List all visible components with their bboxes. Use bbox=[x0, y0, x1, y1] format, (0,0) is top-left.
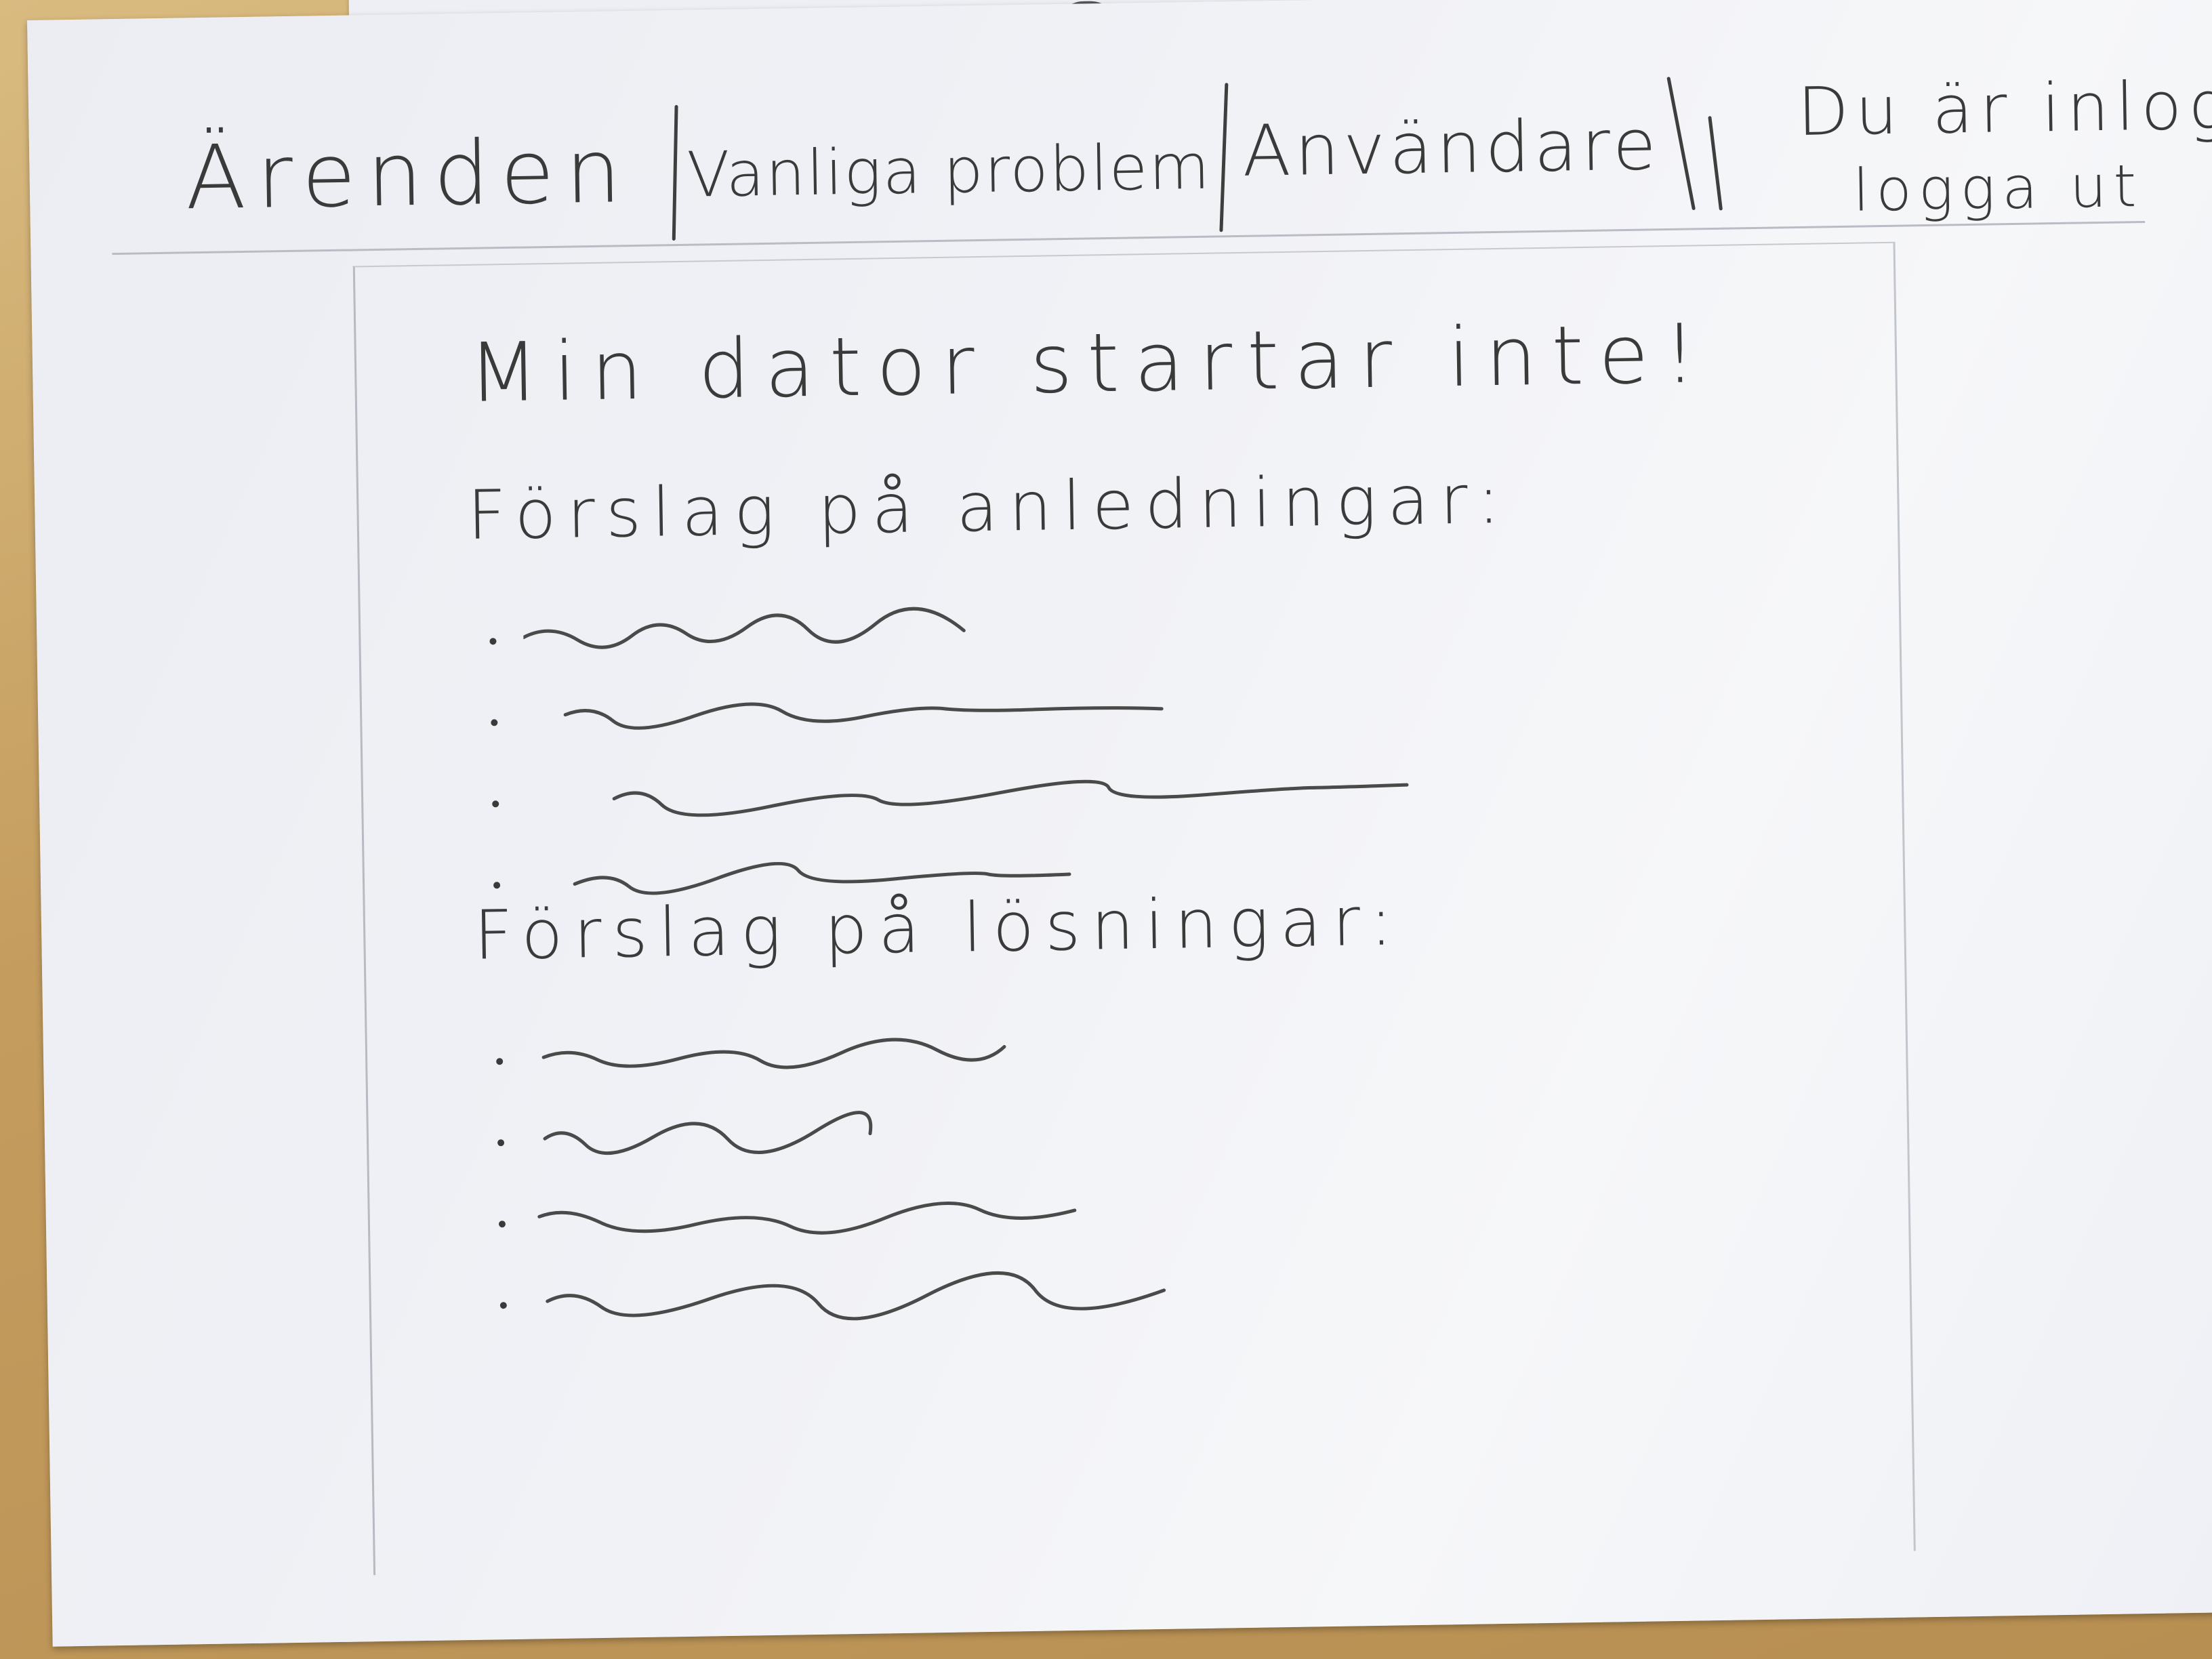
bullet-dot bbox=[498, 1221, 506, 1228]
list-item[interactable] bbox=[499, 1259, 1517, 1357]
solutions-heading: Förslag på lösningar: bbox=[473, 881, 1404, 975]
bullet-dot bbox=[499, 1302, 507, 1309]
tab-vanliga-problem[interactable]: Vanliga problem bbox=[686, 130, 1212, 211]
tab-anvandare[interactable]: Användare bbox=[1242, 103, 1661, 192]
list-item[interactable] bbox=[491, 676, 1509, 774]
page-title: Min dator startar inte! bbox=[468, 307, 1712, 421]
list-item[interactable] bbox=[492, 758, 1510, 855]
placeholder-text-line bbox=[541, 1038, 1006, 1069]
top-navigation: Ärenden Vanliga problem Användare Du är … bbox=[184, 65, 2212, 255]
placeholder-text-line bbox=[573, 861, 1071, 895]
tab-arenden[interactable]: Ärenden bbox=[184, 119, 633, 230]
nav-separator bbox=[1708, 116, 1723, 211]
placeholder-text-line bbox=[523, 607, 966, 649]
logged-in-status: Du är inloggad bbox=[1797, 64, 2212, 151]
bullet-dot bbox=[497, 1139, 505, 1147]
bullet-dot bbox=[496, 1058, 504, 1065]
causes-list bbox=[489, 595, 1511, 937]
logout-link[interactable]: logga ut bbox=[1852, 152, 2144, 225]
placeholder-text-line bbox=[543, 1111, 873, 1155]
causes-heading: Förslag på anledningar: bbox=[466, 459, 1512, 555]
nav-separator bbox=[1666, 77, 1696, 211]
bullet-dot bbox=[491, 719, 498, 726]
content-panel: Min dator startar inte! Förslag på anled… bbox=[352, 241, 1916, 1576]
nav-separator bbox=[672, 104, 678, 241]
nav-separator bbox=[1219, 83, 1229, 232]
bullet-dot bbox=[489, 638, 497, 645]
list-item[interactable] bbox=[489, 595, 1507, 693]
list-item[interactable] bbox=[493, 839, 1511, 937]
placeholder-text-line bbox=[537, 1201, 1077, 1235]
list-item[interactable] bbox=[496, 1015, 1514, 1113]
wireframe-paper: Ärenden Vanliga problem Användare Du är … bbox=[27, 0, 2212, 1647]
placeholder-text-line bbox=[563, 702, 1164, 730]
bullet-dot bbox=[493, 882, 501, 889]
user-status-box: Du är inloggad logga ut bbox=[1797, 65, 2212, 226]
placeholder-text-line bbox=[612, 779, 1409, 817]
placeholder-text-line bbox=[546, 1271, 1166, 1321]
list-item[interactable] bbox=[497, 1097, 1515, 1194]
bullet-dot bbox=[492, 800, 499, 808]
solutions-list bbox=[496, 1015, 1517, 1357]
list-item[interactable] bbox=[498, 1178, 1516, 1275]
